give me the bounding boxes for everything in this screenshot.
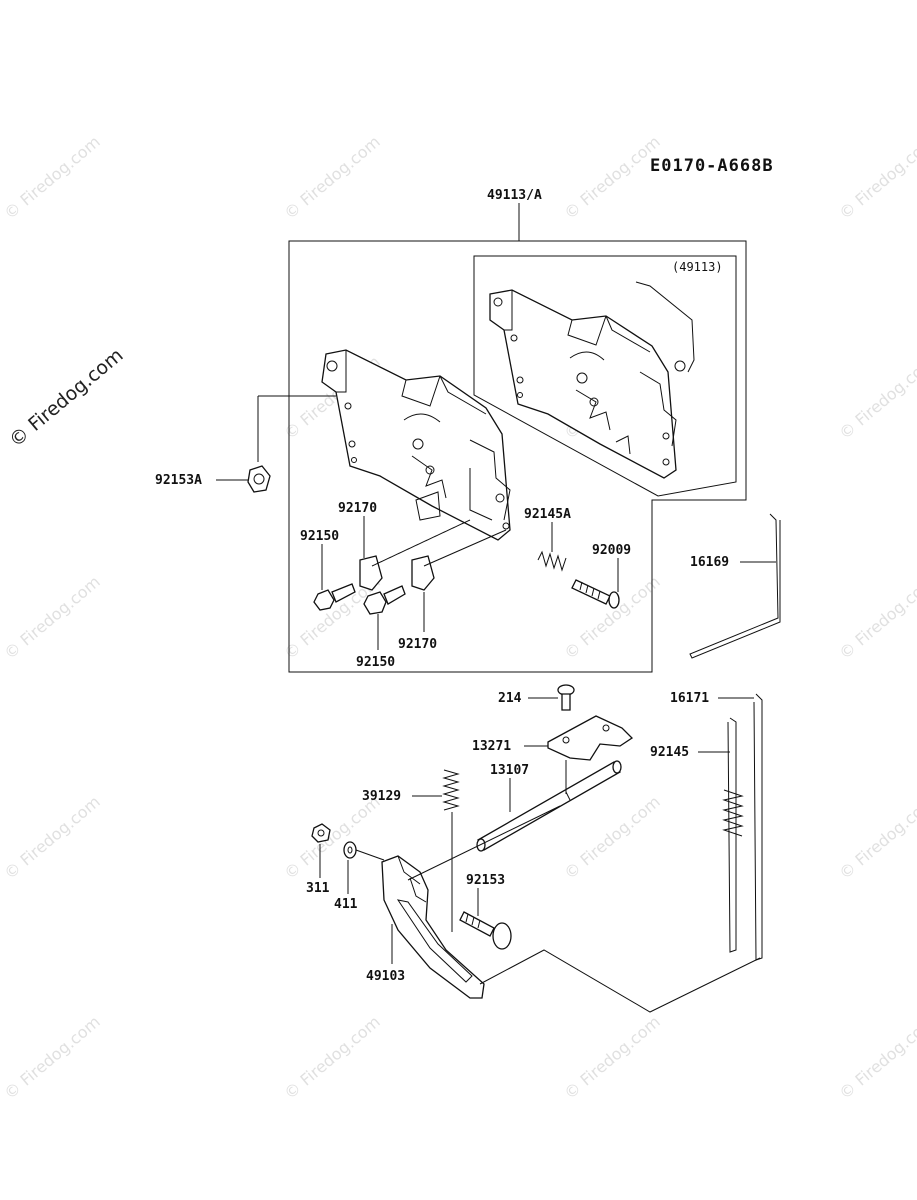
spring-icon [442, 769, 460, 811]
watermark: © Firedog.com [280, 1012, 383, 1103]
bracket-icon [411, 555, 435, 591]
linkage-line [407, 805, 561, 881]
label-13107: 13107 [490, 763, 529, 778]
bracket-icon [359, 555, 383, 591]
nut-311: 311 [306, 823, 331, 896]
watermark: © Firedog.com [280, 132, 383, 223]
watermark: © Firedog.com [835, 352, 917, 443]
watermark: © Firedog.com [0, 792, 103, 883]
watermark: © Firedog.com [560, 1012, 663, 1103]
label-39129: 39129 [362, 789, 401, 804]
bolt-92150-a: 92150 [300, 529, 356, 611]
watermark: © Firedog.com [835, 132, 917, 223]
linkage-line [479, 949, 761, 1013]
assembly-frame [288, 240, 747, 673]
label-16169: 16169 [690, 555, 729, 570]
label-92153A: 92153A [155, 473, 202, 488]
spring-92145: 92145 [650, 717, 744, 953]
clip-92170-a: 92170 [338, 501, 471, 591]
diagram-code: E0170-A668B [650, 156, 774, 176]
watermark: © Firedog.com [280, 792, 383, 883]
bolt-icon [247, 465, 271, 493]
label-92145: 92145 [650, 745, 689, 760]
inset-label: (49113) [672, 260, 723, 274]
screw-92009: 92009 [571, 543, 631, 609]
label-16171: 16171 [670, 691, 709, 706]
bolt-icon [313, 589, 335, 611]
clip-92170-b: 92170 [398, 529, 507, 652]
watermark: © Firedog.com [835, 1012, 917, 1103]
label-92153: 92153 [466, 873, 505, 888]
bolt-icon [311, 823, 331, 843]
label-411: 411 [334, 897, 358, 912]
bolt-icon [492, 922, 512, 950]
bolt-92153: 92153 [459, 873, 512, 950]
watermark: © Firedog.com [560, 132, 663, 223]
label-13271: 13271 [472, 739, 511, 754]
watermark: © Firedog.com [0, 1012, 103, 1103]
inset-frame [473, 255, 737, 497]
inset-bracket-icon [489, 281, 695, 479]
watermark: © Firedog.com [835, 792, 917, 883]
watermark: © Firedog.com [560, 792, 663, 883]
label-49103: 49103 [366, 969, 405, 984]
spring-39129: 39129 [362, 769, 460, 932]
label-311: 311 [306, 881, 330, 896]
watermark: © Firedog.com [0, 572, 103, 663]
bolt-92153A: 92153A [155, 395, 336, 493]
plate-13271: 13271 [472, 715, 634, 761]
spring-92145A: 92145A [524, 507, 571, 572]
watermark: © Firedog.com [835, 572, 917, 663]
rod-16171: 16171 [670, 691, 763, 961]
watermark: © Firedog.com [0, 132, 103, 223]
spring-icon [537, 550, 567, 572]
label-214: 214 [498, 691, 522, 706]
label-92170-a: 92170 [338, 501, 377, 516]
screw-214: 214 [498, 684, 575, 711]
side-watermark: © Firedog.com [5, 344, 127, 452]
main-bracket-icon [321, 349, 511, 541]
label-92145A: 92145A [524, 507, 571, 522]
spring-icon [722, 789, 744, 837]
rod-16169: 16169 [689, 513, 781, 659]
washer-411: 411 [334, 841, 385, 912]
label-49113A: 49113/A [487, 188, 542, 203]
shaft-13107: 13107 [476, 760, 622, 852]
label-92150-b: 92150 [356, 655, 395, 670]
label-92150-a: 92150 [300, 529, 339, 544]
bolt-icon [363, 591, 387, 615]
bolt-icon [608, 591, 620, 609]
lever-49103: 49103 [366, 855, 485, 999]
label-92009: 92009 [592, 543, 631, 558]
bolt-92150-b: 92150 [356, 585, 406, 670]
label-92170-b: 92170 [398, 637, 437, 652]
